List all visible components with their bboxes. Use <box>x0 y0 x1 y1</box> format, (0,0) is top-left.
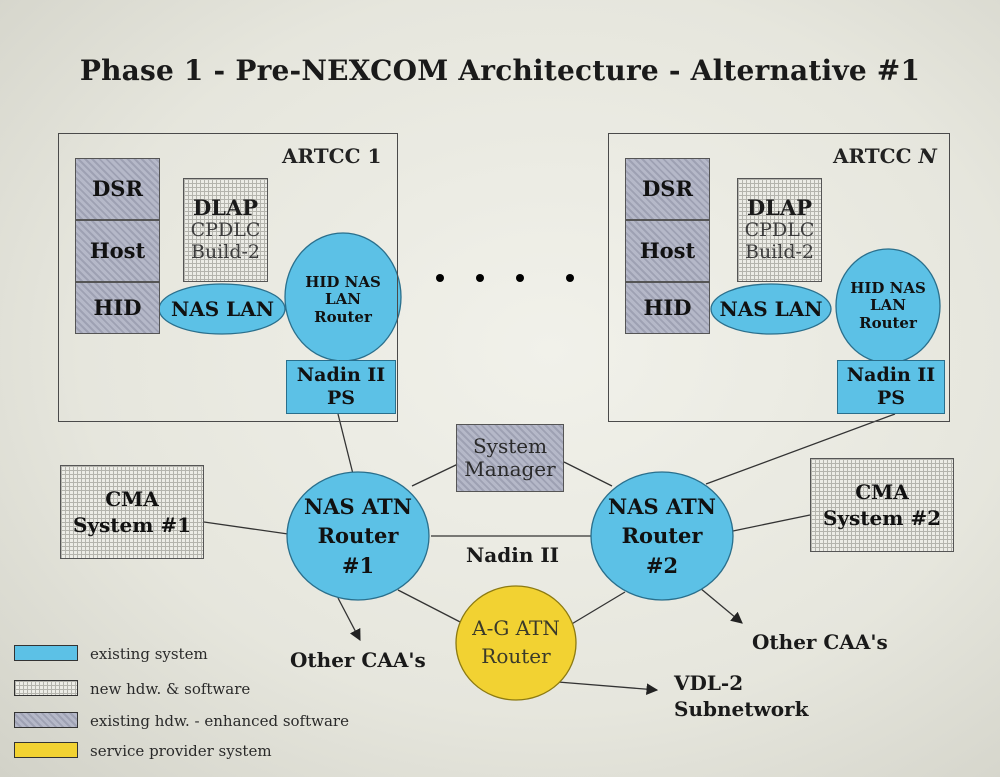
cma-system-2-box: CMA System #2 <box>810 458 954 552</box>
nadin-ps-n-line-2: PS <box>876 387 905 409</box>
link-router-2-to-ag-router <box>569 591 626 626</box>
nas-atn-2-line-2: Router <box>621 523 703 549</box>
ellipsis-dot-4 <box>566 274 574 282</box>
dlap-title-n: DLAP <box>746 195 813 221</box>
legend-label-enhanced-software: existing hdw. - enhanced software <box>90 712 349 730</box>
nas-atn-1-line-3: #1 <box>341 552 375 578</box>
dlap-cpdlc-n: CPDLC <box>744 219 815 242</box>
legend-label-service-provider: service provider system <box>90 742 272 760</box>
dlap-build-n: Build-2 <box>744 241 815 264</box>
dlap-box-1: DLAP CPDLC Build-2 <box>183 178 268 282</box>
nas-atn-router-2-ellipse <box>590 471 734 601</box>
ellipsis-dot-1 <box>436 274 444 282</box>
nas-atn-2-line-3: #2 <box>645 552 679 578</box>
ag-atn-line-1: A-G ATN <box>472 616 560 640</box>
link-system-manager-to-router-2 <box>563 461 613 487</box>
nadin-ii-link-label: Nadin II <box>466 543 560 567</box>
hid-nas-lan-router-label-n: HID NAS LAN Router <box>836 270 940 342</box>
dlap-title-1: DLAP <box>192 195 259 221</box>
dsr-box-n: DSR <box>625 158 710 220</box>
nas-atn-2-line-1: NAS ATN <box>608 493 716 519</box>
ag-atn-line-2: Router <box>481 644 551 668</box>
nadin-ps-1-line-2: PS <box>326 387 355 409</box>
hid-nas-lan-router-label-1: HID NAS LAN Router <box>288 262 398 338</box>
cma-2-line-2: System #2 <box>822 506 942 530</box>
nadin-ii-ps-box-1: Nadin II PS <box>286 360 396 414</box>
legend-swatch-existing-system <box>14 645 78 661</box>
link-router-2-to-cma-2 <box>732 514 811 532</box>
link-nadin-ps-n-to-router-2 <box>705 413 896 485</box>
nadin-ii-ps-box-n: Nadin II PS <box>837 360 945 414</box>
other-caas-right-label: Other CAA's <box>752 630 888 654</box>
cma-system-1-box: CMA System #1 <box>60 465 204 559</box>
legend-swatch-enhanced-software <box>14 712 78 728</box>
nadin-ps-1-line-1: Nadin II <box>296 364 386 387</box>
router-n-line-1: HID NAS <box>850 279 926 298</box>
dlap-box-n: DLAP CPDLC Build-2 <box>737 178 822 282</box>
artcc-1-frame <box>58 133 398 422</box>
router-n-line-2: LAN <box>870 296 906 315</box>
dsr-box-1: DSR <box>75 158 160 220</box>
router-1-line-3: Router <box>314 307 372 326</box>
dlap-cpdlc-1: CPDLC <box>190 219 261 242</box>
nas-atn-router-2-label: NAS ATN Router #2 <box>592 484 732 588</box>
artcc-n-label-suffix: N <box>918 144 937 168</box>
host-box-1: Host <box>75 220 160 282</box>
artcc-n-frame <box>608 133 950 422</box>
cma-2-line-1: CMA <box>855 480 909 504</box>
vdl2-line-2: Subnetwork <box>674 697 809 721</box>
nas-atn-1-line-1: NAS ATN <box>304 493 412 519</box>
other-caas-left-label: Other CAA's <box>290 648 426 672</box>
system-manager-line-2: Manager <box>464 457 556 481</box>
router-1-line-1: HID NAS <box>305 273 381 292</box>
system-manager-line-1: System <box>472 434 548 458</box>
legend-swatch-new-hdw <box>14 680 78 696</box>
ag-atn-router-label: A-G ATN Router <box>456 610 576 674</box>
nas-atn-router-1-ellipse <box>286 471 430 601</box>
link-nadin-ps-1-to-router-1 <box>337 413 354 475</box>
nas-atn-1-line-2: Router <box>317 523 399 549</box>
hid-box-n: HID <box>625 282 710 334</box>
ellipsis-dot-2 <box>476 274 484 282</box>
arrow-router-2-to-other-caas <box>699 587 743 624</box>
legend-label-new-hdw: new hdw. & software <box>90 680 251 698</box>
dlap-build-1: Build-2 <box>190 241 261 264</box>
router-n-line-3: Router <box>859 313 917 332</box>
cma-1-line-1: CMA <box>105 487 159 511</box>
artcc-n-label: ARTCC N <box>833 144 937 168</box>
vdl2-subnetwork-label: VDL-2 Subnetwork <box>674 670 808 722</box>
ellipsis-dot-3 <box>516 274 524 282</box>
arrow-router-1-to-other-caas <box>337 597 361 642</box>
nas-atn-router-1-label: NAS ATN Router #1 <box>288 484 428 588</box>
arrow-ag-router-to-vdl2 <box>557 681 659 695</box>
artcc-1-label: ARTCC 1 <box>282 144 382 168</box>
nas-lan-label-1: NAS LAN <box>170 296 275 321</box>
nas-lan-label-n: NAS LAN <box>719 296 823 321</box>
ag-atn-router-ellipse <box>455 585 577 701</box>
artcc-n-label-prefix: ARTCC <box>833 144 919 168</box>
system-manager-box: System Manager <box>456 424 564 492</box>
hid-box-1: HID <box>75 282 160 334</box>
vdl2-line-1: VDL-2 <box>674 671 744 695</box>
legend-swatch-service-provider <box>14 742 78 758</box>
link-router-1-to-system-manager <box>411 463 459 487</box>
host-box-n: Host <box>625 220 710 282</box>
nas-lan-ellipse-n <box>710 283 832 335</box>
router-1-line-2: LAN <box>325 290 361 309</box>
link-router-1-to-ag-router <box>397 589 467 626</box>
page-title: Phase 1 - Pre-NEXCOM Architecture - Alte… <box>79 54 921 87</box>
cma-1-line-2: System #1 <box>72 513 192 537</box>
link-cma-1-to-router-1 <box>203 521 289 535</box>
legend-label-existing-system: existing system <box>90 645 208 663</box>
nadin-ps-n-line-1: Nadin II <box>846 364 936 387</box>
